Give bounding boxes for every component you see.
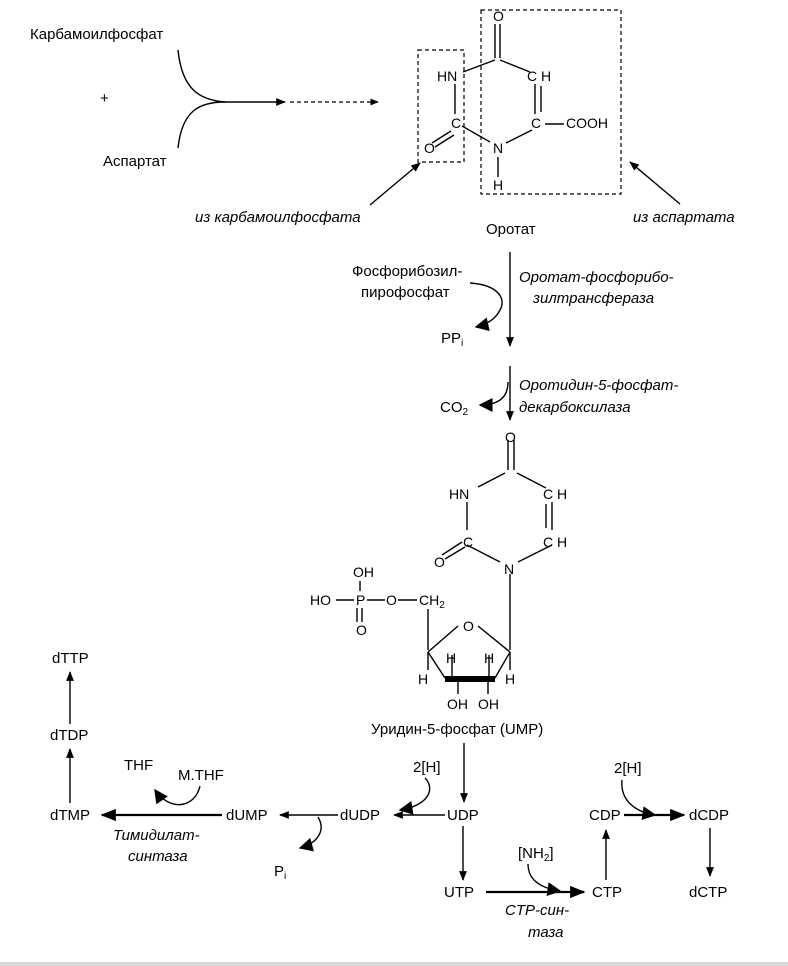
ump-hn: HN	[449, 486, 469, 502]
nh2-curve-arrow	[527, 863, 562, 897]
dttp-label: dTTP	[52, 650, 89, 667]
ump-ch2-group: CH2	[419, 592, 445, 611]
ump-o-top: O	[505, 429, 516, 445]
from-aspartate-label: из аспартата	[633, 209, 735, 226]
ump-ch1: C H	[543, 486, 567, 502]
udp-label: UDP	[447, 807, 479, 824]
dump-label: dUMP	[226, 807, 268, 824]
ump-c: C	[463, 534, 473, 550]
orotate-hn: HN	[437, 68, 457, 84]
ribose-oh2: OH	[478, 696, 499, 712]
ribose-h4: H	[505, 671, 515, 687]
step2-enzyme-line1: Оротидин-5-фосфат-	[519, 377, 678, 394]
ribose-o-ring: O	[463, 618, 474, 634]
from-carbamoyl-arrow	[369, 162, 421, 206]
dtmp-label: dTMP	[50, 807, 90, 824]
ribose-ring	[427, 625, 511, 694]
ctp-synth-line1: CTP-син-	[505, 902, 569, 919]
ump-oh-top: OH	[353, 564, 374, 580]
ump-ho: HO	[310, 592, 331, 608]
ump-n: N	[504, 561, 514, 577]
ribose-oh1: OH	[447, 696, 468, 712]
ump-o-bottom: O	[356, 622, 367, 638]
thf-label: THF	[124, 757, 153, 774]
dctp-label: dCTP	[689, 884, 727, 901]
ribose-h2: H	[446, 650, 456, 666]
orotate-o-left: O	[424, 140, 435, 156]
aspartate-label: Аспартат	[103, 153, 167, 170]
orotate-c-left: C	[451, 115, 461, 131]
dtdp-label: dTDP	[50, 727, 88, 744]
co2-curve-arrow	[478, 381, 509, 412]
orotate-ch: C H	[527, 68, 551, 84]
orotate-c-right: C	[531, 115, 541, 131]
aspartate-origin-box	[480, 9, 622, 195]
orotate-cooh: COOH	[566, 115, 608, 131]
uracil-ring	[441, 440, 553, 650]
orotate-label: Оротат	[486, 221, 536, 238]
co2-label: CO2	[440, 399, 469, 418]
ump-p: P	[356, 592, 365, 608]
carbamoyl-phosphate-label: Карбамоилфосфат	[30, 26, 163, 43]
mthf-label: M.THF	[178, 767, 224, 784]
ump-ch2: C H	[543, 534, 567, 550]
step1-enzyme-line2: зилтрансфераза	[532, 290, 654, 307]
thymidylate-line2: синтаза	[128, 848, 188, 865]
from-carbamoyl-label: из карбамоилфосфата	[195, 209, 361, 226]
step2-enzyme-line2: декарбоксилаза	[519, 399, 631, 416]
h2-left-label: 2[H]	[413, 759, 441, 776]
pi-label: Pi	[274, 863, 286, 882]
ump-o-link: O	[386, 592, 397, 608]
carbamoyl-curve	[177, 49, 226, 103]
ctp-label: CTP	[592, 884, 622, 901]
thf-curve-arrow	[154, 785, 201, 806]
aspartate-curve	[177, 101, 226, 149]
dcdp-label: dCDP	[689, 807, 729, 824]
h2-right-label: 2[H]	[614, 760, 642, 777]
ctp-synth-line2: таза	[528, 924, 564, 941]
orotate-o-top: O	[493, 8, 504, 24]
orotate-bonds	[431, 24, 564, 177]
ribose-h3: H	[484, 650, 494, 666]
h2-left-curve	[398, 777, 431, 815]
pi-curve-arrow	[298, 816, 322, 852]
prpp-curve-arrow	[469, 282, 503, 332]
ribose-h1: H	[418, 671, 428, 687]
nh2-label: [NH2]	[518, 845, 554, 864]
prpp-line2: пирофосфат	[361, 284, 450, 301]
dudp-label: dUDP	[340, 807, 380, 824]
phosphate-bonds	[336, 581, 429, 650]
ppi-label: PPi	[441, 330, 463, 349]
cdp-label: CDP	[589, 807, 621, 824]
step1-enzyme-line1: Оротат-фосфорибо-	[519, 269, 674, 286]
ump-label: Уридин-5-фосфат (UMP)	[371, 721, 543, 738]
plus-sign: +	[100, 90, 109, 107]
carbamoyl-origin-box	[417, 49, 465, 163]
orotate-h: H	[493, 177, 503, 193]
h2-right-curve	[621, 779, 657, 821]
bottom-divider	[0, 962, 788, 966]
prpp-line1: Фосфорибозил-	[352, 263, 462, 280]
thymidylate-line1: Тимидилат-	[113, 827, 200, 844]
orotate-n: N	[493, 140, 503, 156]
ump-o-left: O	[434, 554, 445, 570]
from-aspartate-arrow	[629, 161, 681, 205]
utp-label: UTP	[444, 884, 474, 901]
